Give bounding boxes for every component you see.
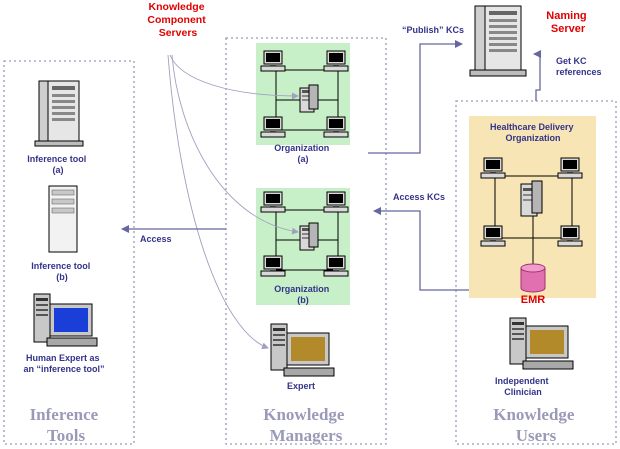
healthcare-delivery-organization: Healthcare Delivery Organization EMR	[469, 116, 596, 306]
independent-clinician-workstation: Independent Clinician	[495, 317, 574, 397]
human-expert-workstation: Human Expert as an “inference tool”	[23, 293, 105, 374]
access-kcs-label: Access KCs	[393, 192, 445, 202]
human-expert-label: Human Expert as an “inference tool”	[23, 353, 104, 374]
org-a-label: Organization (a)	[274, 143, 332, 164]
naming-server-label: Naming Server	[546, 10, 589, 35]
get-kc-references-arrow	[533, 50, 541, 101]
independent-clinician-label: Independent Clinician	[495, 376, 551, 397]
kc-servers-label: Knowledge Component Servers	[147, 1, 208, 39]
organization-b: Organization (b)	[256, 188, 350, 305]
org-b-label: Organization (b)	[274, 284, 332, 305]
organization-a: Organization (a)	[256, 43, 350, 164]
emr-database-icon	[520, 263, 546, 293]
inference-tools-title: Inference Tools	[30, 405, 103, 445]
access-kcs-arrow	[373, 207, 469, 291]
hdo-label: Healthcare Delivery Organization	[490, 122, 576, 143]
naming-server: Naming Server	[469, 5, 589, 77]
knowledge-users-title: Knowledge Users	[493, 405, 578, 445]
emr-label: EMR	[521, 294, 546, 306]
inference-tool-b: Inference tool (b)	[31, 185, 93, 282]
get-kc-references-label: Get KC references	[556, 56, 602, 77]
knowledge-managers-group	[225, 37, 387, 445]
publish-arrow	[368, 40, 463, 154]
knowledge-managers-title: Knowledge Managers	[263, 405, 348, 445]
publish-kcs-label: “Publish” KCs	[402, 25, 464, 35]
access-label: Access	[140, 234, 172, 244]
inference-tool-a: Inference tool (a)	[27, 80, 89, 175]
inference-tool-b-label: Inference tool (b)	[31, 261, 93, 282]
inference-tools-group	[3, 60, 135, 445]
expert-workstation: Expert	[270, 323, 335, 391]
expert-label: Expert	[287, 381, 315, 391]
kc-server-pointers	[167, 54, 299, 350]
inference-tool-a-label: Inference tool (a)	[27, 154, 89, 175]
emr-server	[520, 180, 543, 217]
